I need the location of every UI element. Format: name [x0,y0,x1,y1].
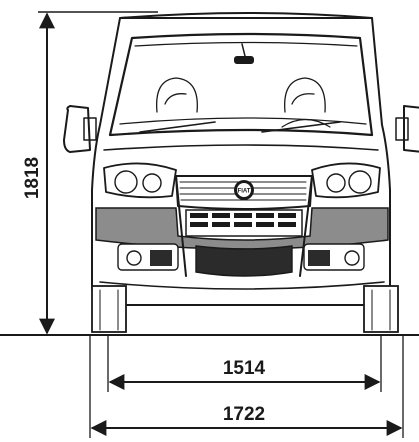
brand-badge-face [237,183,251,197]
lower-intake [195,245,293,277]
overall-width-value: 1722 [223,404,265,425]
lower-skirt [99,281,385,290]
guard-bar-left [175,175,187,277]
front-track-value: 1514 [223,358,266,379]
headlight-right [311,162,381,199]
fog-light-right [303,243,365,271]
side-mirror-left [63,105,97,153]
seat-left [155,77,198,113]
wiper-left [139,121,216,133]
guard-bar-right [299,175,313,277]
interior-mirror [241,43,246,57]
wheel-left [91,285,127,333]
height-value: 1818 [22,157,43,199]
van-front-view: FIAT [63,12,419,333]
side-mirror-right [395,105,419,153]
steering-wheel [281,118,331,128]
wheel-right [363,285,399,333]
windshield-top-band [134,41,358,47]
dashboard [119,117,367,125]
interior-mirror-head [234,56,254,64]
seat-right [284,77,326,113]
wiper-right [261,121,341,133]
headlight-left [103,162,177,199]
roof-outline [119,12,373,19]
upper-grille [175,175,313,210]
dimension-annotations: 1818 1514 1722 [0,11,419,438]
lower-grille [185,209,303,237]
hood-line [103,144,379,151]
fog-light-left [117,243,179,271]
brand-badge-text: FIAT [238,189,251,195]
windshield [108,32,374,137]
